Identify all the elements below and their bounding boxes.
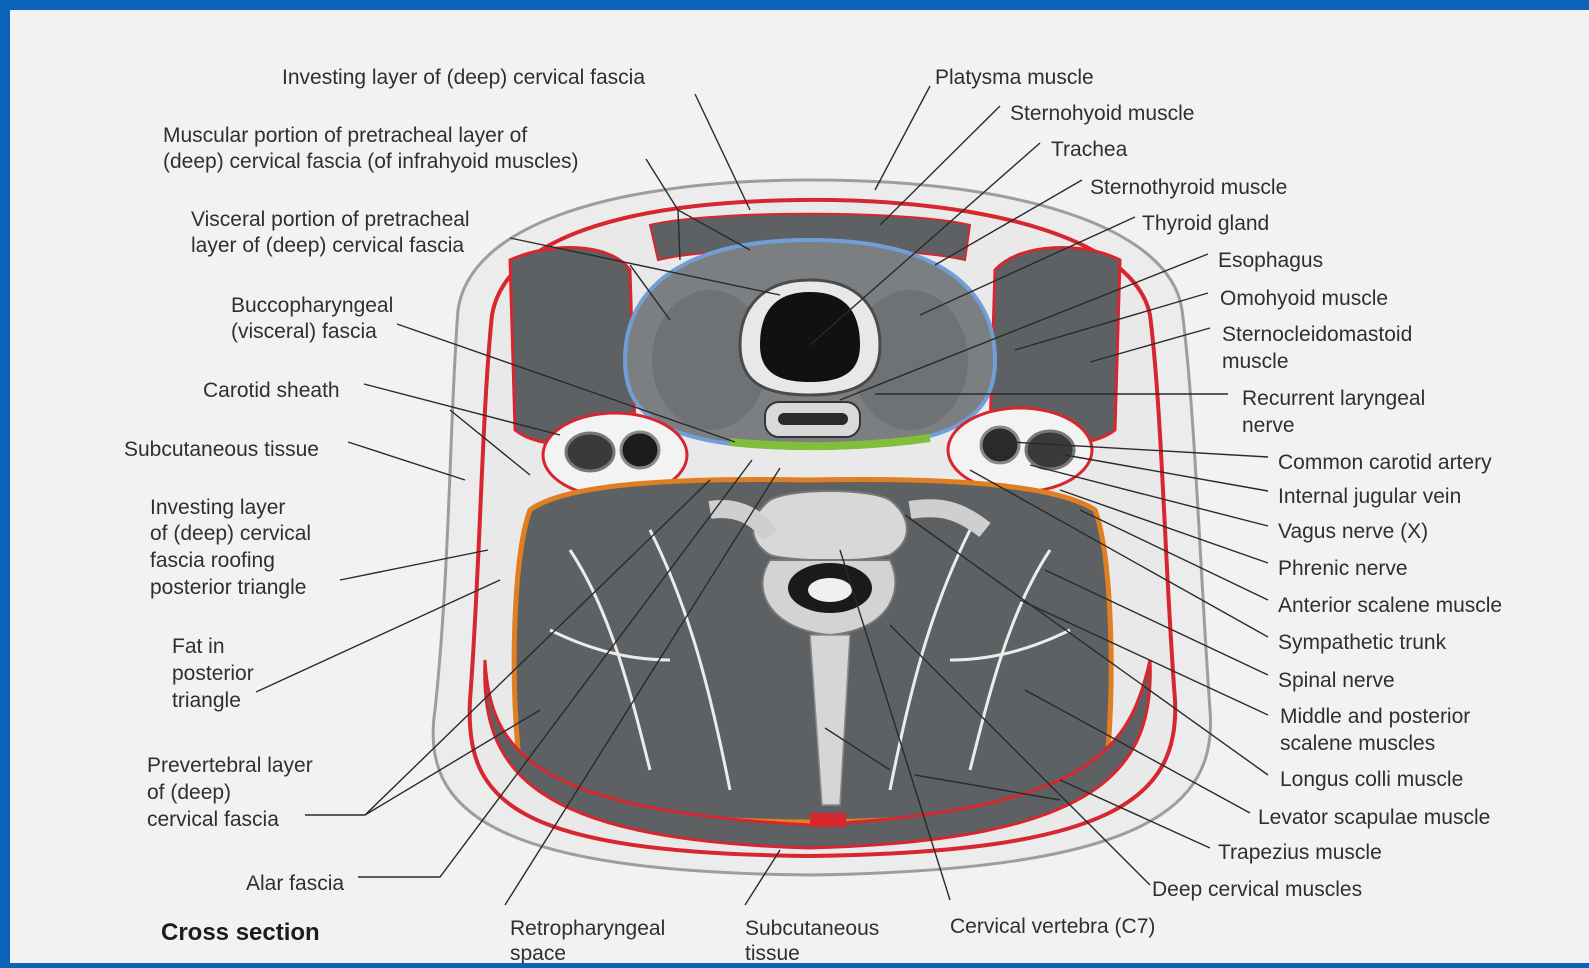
label-subcut-bottom-2: tissue: [745, 942, 800, 963]
label-trapezius: Trapezius muscle: [1218, 841, 1382, 864]
label-fat-1: Fat in: [172, 635, 225, 658]
label-bucco-2: (visceral) fascia: [231, 320, 377, 343]
label-recurrent-1: Recurrent laryngeal: [1242, 387, 1425, 410]
label-fat-2: posterior: [172, 662, 254, 685]
label-scm-2: muscle: [1222, 350, 1289, 373]
label-prevertebral-2: of (deep): [147, 781, 231, 804]
label-recurrent-2: nerve: [1242, 414, 1295, 437]
label-prevertebral-1: Prevertebral layer: [147, 754, 313, 777]
spinal-cord: [808, 578, 852, 602]
label-visceral-portion-2: layer of (deep) cervical fascia: [191, 234, 464, 257]
internal-jugular-right: [1026, 431, 1074, 469]
label-deep-cervical: Deep cervical muscles: [1152, 878, 1362, 901]
label-visceral-portion-1: Visceral portion of pretracheal: [191, 208, 470, 231]
label-trachea: Trachea: [1051, 138, 1128, 161]
label-prevertebral-3: cervical fascia: [147, 808, 279, 831]
label-internal-jugular: Internal jugular vein: [1278, 485, 1461, 508]
label-investing-roof-1: Investing layer: [150, 496, 285, 519]
cross-section-artwork: [433, 180, 1210, 875]
label-sternothyroid: Sternothyroid muscle: [1090, 176, 1287, 199]
label-investing-roof-2: of (deep) cervical: [150, 522, 311, 545]
label-thyroid: Thyroid gland: [1142, 212, 1269, 235]
midline-red-mark: [810, 813, 846, 827]
label-investing-roof-3: fascia roofing: [150, 549, 275, 572]
label-retro-1: Retropharyngeal: [510, 917, 665, 940]
internal-jugular-left: [566, 433, 614, 471]
leader-platysma: [875, 86, 930, 190]
label-middle-post-2: scalene muscles: [1280, 732, 1435, 755]
label-subcut-bottom-1: Subcutaneous: [745, 917, 879, 940]
label-platysma: Platysma muscle: [935, 66, 1094, 89]
label-carotid-sheath: Carotid sheath: [203, 379, 340, 402]
label-fat-3: triangle: [172, 689, 241, 712]
diagram-panel: Investing layer of (deep) cervical fasci…: [10, 10, 1589, 963]
diagram-title: Cross section: [161, 919, 320, 946]
common-carotid-right: [981, 427, 1019, 463]
label-investing-layer: Investing layer of (deep) cervical fasci…: [282, 66, 645, 89]
label-anterior-scalene: Anterior scalene muscle: [1278, 594, 1502, 617]
neck-cross-section-diagram: Investing layer of (deep) cervical fasci…: [10, 10, 1589, 963]
label-omohyoid: Omohyoid muscle: [1220, 287, 1388, 310]
label-sternohyoid: Sternohyoid muscle: [1010, 102, 1194, 125]
label-longus-colli: Longus colli muscle: [1280, 768, 1463, 791]
leader-subcutaneous-tissue: [348, 442, 465, 480]
common-carotid-left: [621, 432, 659, 468]
label-middle-post-1: Middle and posterior: [1280, 705, 1470, 728]
label-muscular-portion-1: Muscular portion of pretracheal layer of: [163, 124, 527, 147]
vertebral-body: [753, 491, 907, 560]
label-spinal-nerve: Spinal nerve: [1278, 669, 1395, 692]
label-cervical-vertebra: Cervical vertebra (C7): [950, 915, 1155, 938]
label-subcutaneous-tissue: Subcutaneous tissue: [124, 438, 319, 461]
label-phrenic: Phrenic nerve: [1278, 557, 1408, 580]
esophagus-lumen: [778, 413, 848, 425]
label-esophagus: Esophagus: [1218, 249, 1323, 272]
label-alar-fascia: Alar fascia: [246, 872, 344, 895]
label-vagus: Vagus nerve (X): [1278, 520, 1428, 543]
trachea-lumen: [760, 292, 860, 382]
label-common-carotid: Common carotid artery: [1278, 451, 1492, 474]
label-levator: Levator scapulae muscle: [1258, 806, 1490, 829]
label-retro-2: space: [510, 942, 566, 963]
label-scm-1: Sternocleidomastoid: [1222, 323, 1412, 346]
label-muscular-portion-2: (deep) cervical fascia (of infrahyoid mu…: [163, 150, 579, 173]
label-investing-roof-4: posterior triangle: [150, 576, 306, 599]
label-bucco-1: Buccopharyngeal: [231, 294, 393, 317]
label-sympathetic: Sympathetic trunk: [1278, 631, 1447, 654]
